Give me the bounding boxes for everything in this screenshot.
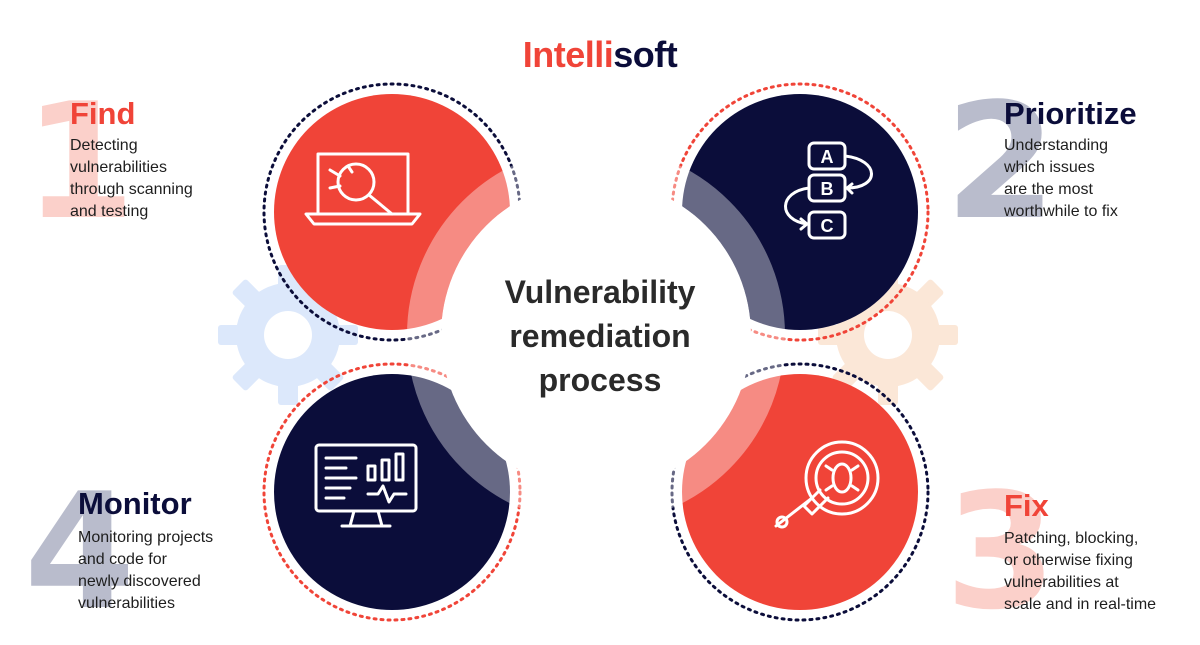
intellisoft-logo: Intellisoft — [0, 34, 1200, 76]
center-circle — [441, 180, 751, 490]
icon-letter-a: A — [821, 147, 834, 167]
circle-fix — [682, 374, 918, 610]
desc-line: Patching, blocking, — [1004, 530, 1139, 547]
step-title-prioritize: Prioritize — [1004, 96, 1137, 131]
gear-icon-left — [218, 265, 358, 405]
desc-line: Monitoring projects — [78, 529, 214, 546]
desc-line: Detecting — [70, 137, 138, 154]
center-band — [407, 146, 785, 524]
step-desc-prioritize: Understanding which issues are the most … — [1004, 135, 1118, 223]
step-desc-monitor: Monitoring projects and code for newly d… — [78, 527, 213, 615]
step-desc-fix: Patching, blocking, or otherwise fixing … — [1004, 528, 1156, 616]
laptop-bug-magnifier-icon — [304, 152, 422, 226]
desc-line: vulnerabilities — [70, 159, 167, 176]
desc-line: Understanding — [1004, 137, 1109, 154]
step-number-2: 2 — [945, 68, 1057, 255]
desc-line: are the most — [1004, 181, 1093, 198]
step-title-fix: Fix — [1004, 488, 1049, 523]
desc-line: vulnerabilities — [78, 595, 175, 612]
step-number-4: 4 — [24, 458, 136, 645]
center-title-line: remediation — [509, 318, 691, 354]
desc-line: newly discovered — [78, 573, 201, 590]
monitor-dashboard-icon — [314, 443, 418, 528]
desc-line: worthwhile to fix — [1004, 203, 1118, 220]
desc-line: or otherwise fixing — [1004, 552, 1133, 569]
desc-line: through scanning — [70, 181, 193, 198]
desc-line: and testing — [70, 203, 149, 220]
icon-letter-c: C — [821, 216, 834, 236]
center-title-line: process — [538, 362, 662, 398]
abc-priority-flow-icon: A B C — [784, 141, 873, 240]
circle-prioritize — [682, 94, 918, 330]
step-title-monitor: Monitor — [78, 486, 192, 521]
desc-line: and code for — [78, 551, 167, 568]
diagram-graphics: A B C — [218, 82, 958, 622]
step-number-3: 3 — [945, 458, 1057, 645]
logo-text-intelli: Intelli — [522, 34, 614, 75]
ring-monitor — [262, 362, 522, 622]
logo-text-soft: soft — [613, 34, 678, 75]
icon-letter-b: B — [821, 179, 834, 199]
ring-fix — [670, 362, 930, 622]
circle-monitor — [274, 374, 510, 610]
desc-line: which issues — [1004, 159, 1095, 176]
step-title-find: Find — [70, 96, 136, 131]
step-desc-find: Detecting vulnerabilities through scanni… — [70, 135, 193, 223]
center-title-line: Vulnerability — [504, 274, 696, 310]
desc-line: scale and in real-time — [1004, 596, 1157, 613]
desc-line: vulnerabilities at — [1004, 574, 1119, 591]
center-title: Vulnerability remediation process — [440, 270, 760, 402]
diagram-stage: A B C Intellisoft Vuln — [0, 34, 1200, 632]
step-number-1: 1 — [24, 68, 136, 255]
wrench-bug-target-icon — [774, 440, 880, 529]
